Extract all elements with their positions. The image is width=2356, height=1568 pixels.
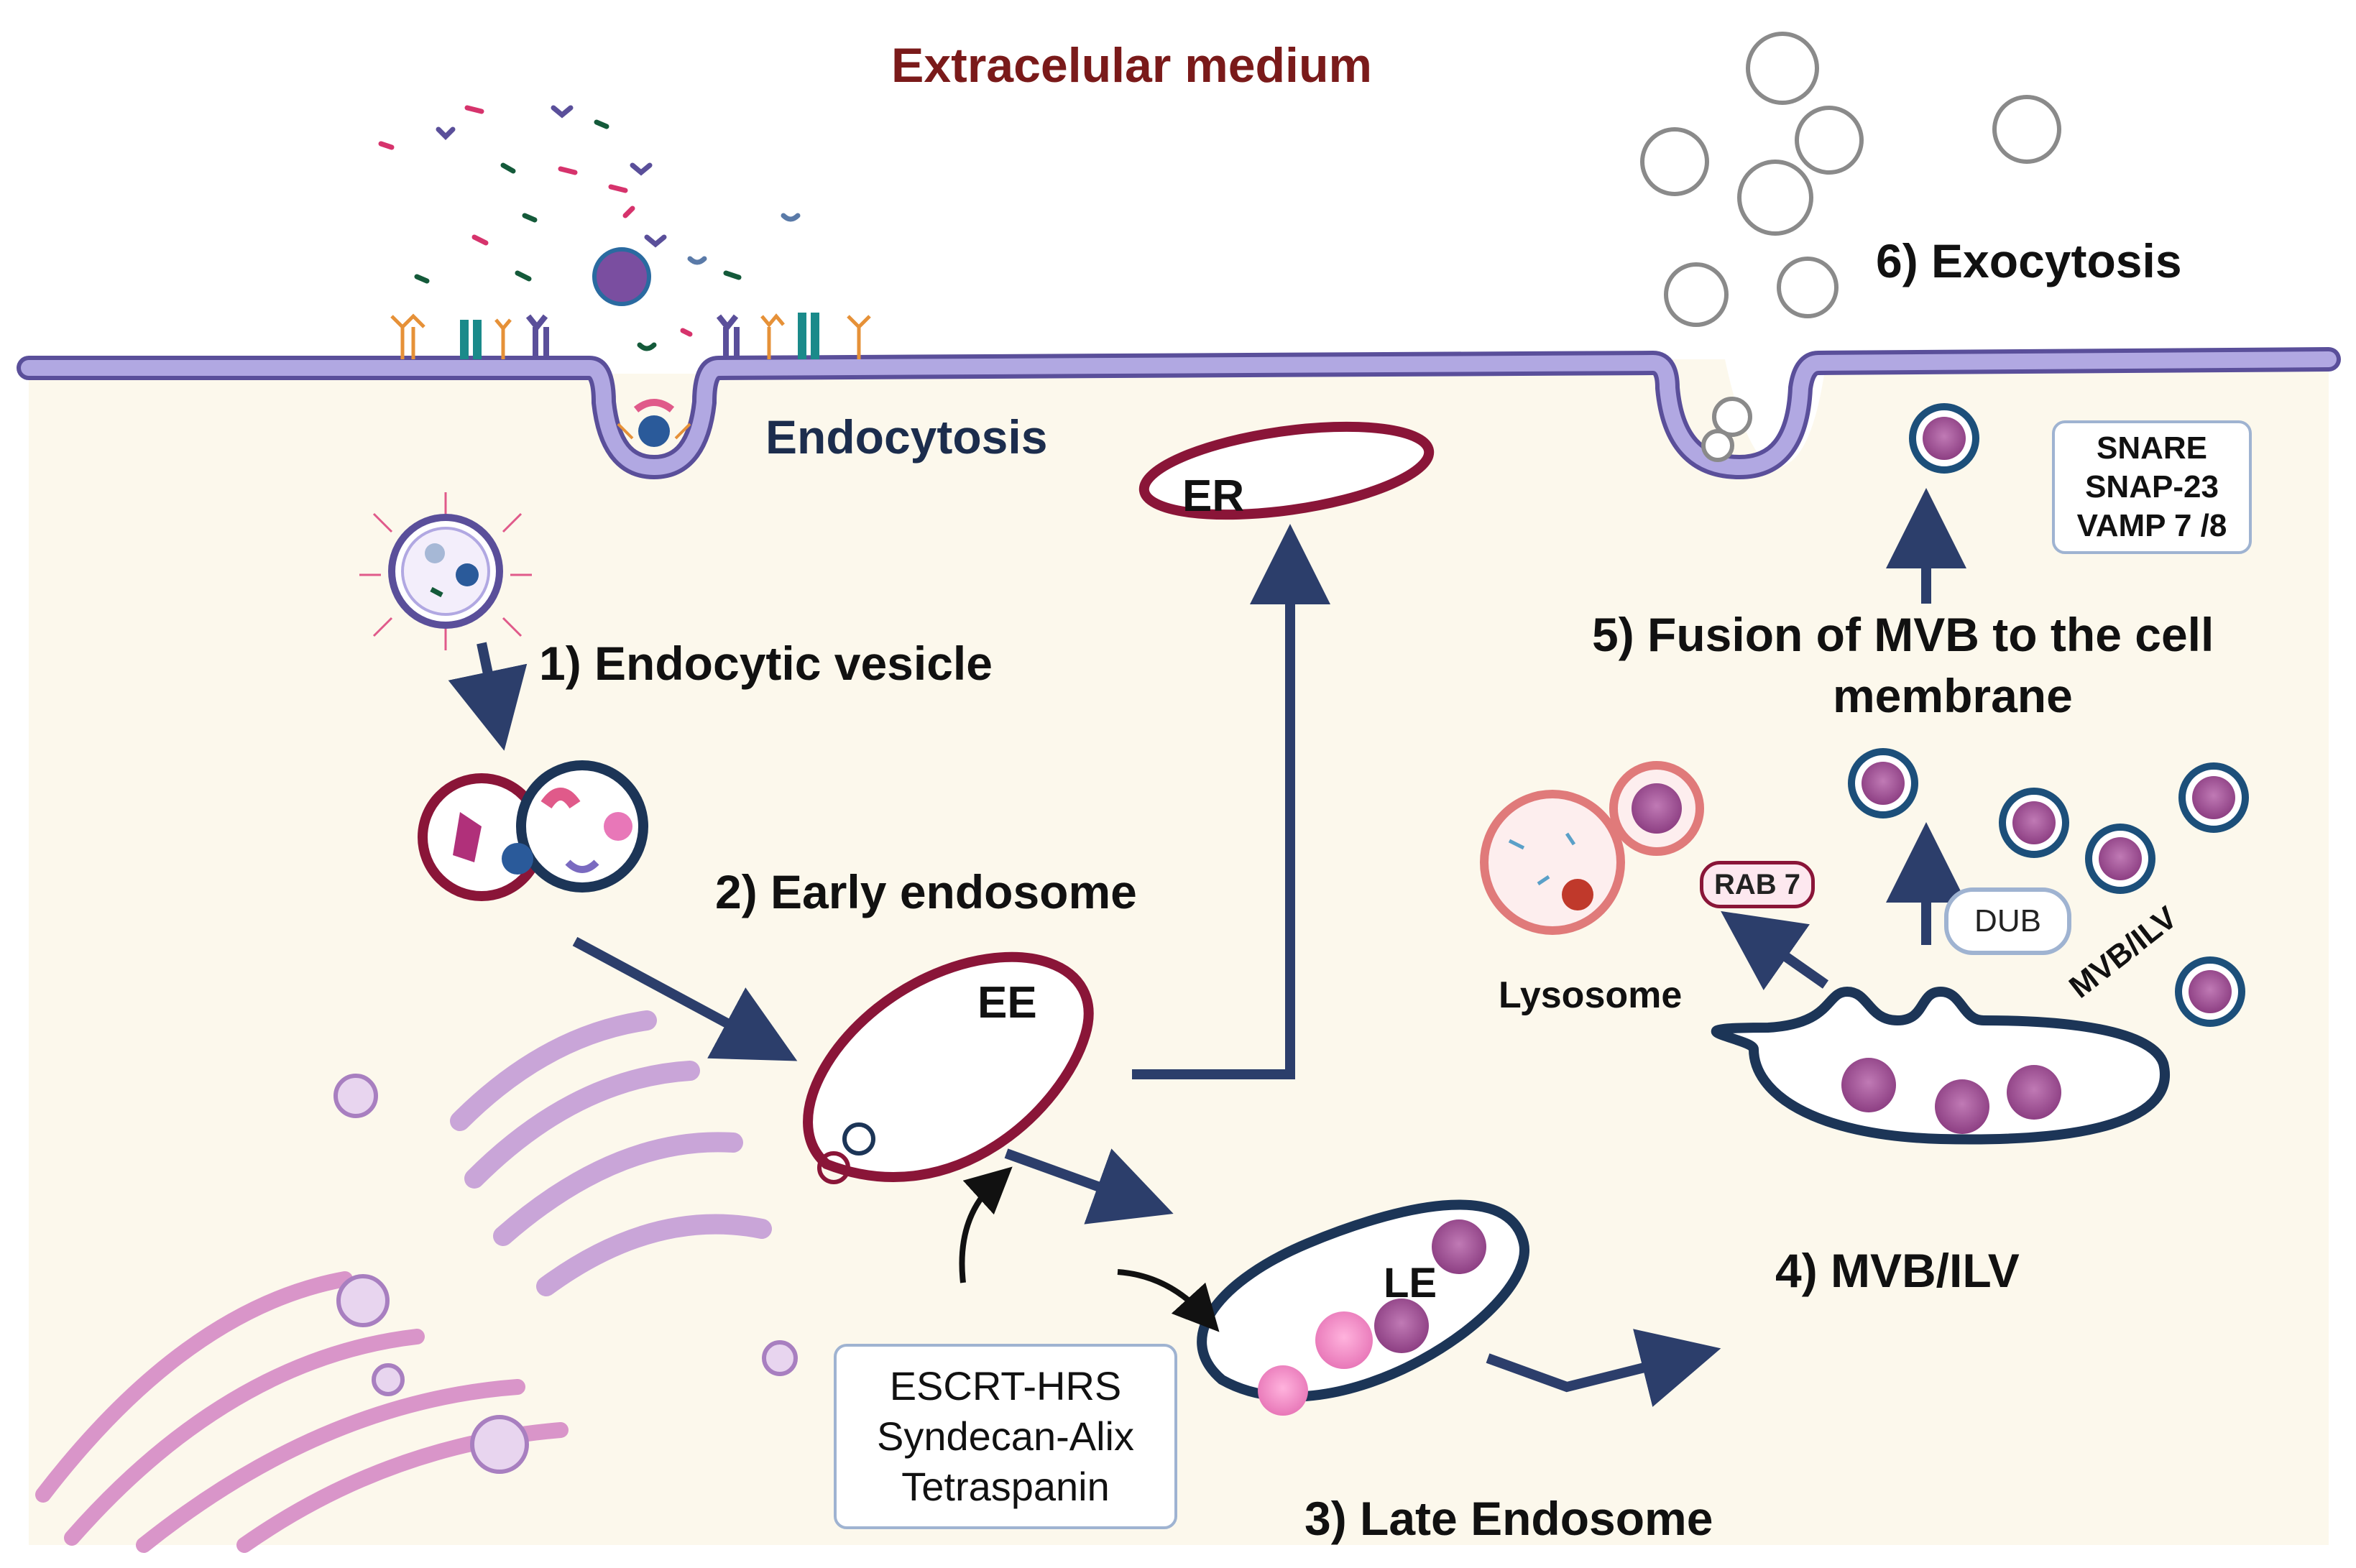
exosomes [1640, 32, 2061, 462]
snare-box: SNARE SNAP-23 VAMP 7 /8 [2052, 420, 2252, 554]
snare-line-2: SNAP-23 [2085, 469, 2219, 504]
lysosome-label: Lysosome [1499, 974, 1683, 1016]
escrt-box: ESCRT-HRS Syndecan-Alix Tetraspanin [834, 1344, 1177, 1529]
snare-line-1: SNARE [2096, 430, 2208, 466]
membrane-receptors [390, 313, 871, 359]
step4-label: 4) MVB/ILV [1775, 1244, 2020, 1297]
le-label: LE [1384, 1260, 1437, 1306]
virus-particle [592, 247, 651, 306]
step5-label-line2: membrane [1833, 669, 2073, 722]
arrows [448, 488, 1966, 1407]
er-organelle [1138, 421, 1435, 520]
extracellular-molecules [378, 105, 801, 351]
endocytosis-label: Endocytosis [765, 410, 1048, 464]
extracellular-label: Extracelular medium [891, 38, 1372, 93]
snare-line-3: VAMP 7 /8 [2076, 508, 2227, 543]
mvb-vesicles [1848, 403, 2249, 1027]
step1-label: 1) Endocytic vesicle [539, 637, 993, 690]
early-endosome [803, 951, 1094, 1182]
step3-label: 3) Late Endosome [1304, 1492, 1713, 1545]
ee-label: EE [977, 978, 1037, 1028]
fusing-vesicles [418, 760, 648, 901]
escrt-line-1: ESCRT-HRS [889, 1363, 1122, 1408]
dub-badge: DUB [1944, 887, 2071, 955]
rab7-text: RAB 7 [1713, 868, 1801, 900]
step6-label: 6) Exocytosis [1876, 234, 2182, 287]
small-vesicles [333, 1074, 798, 1474]
endocytosis-pit [617, 399, 691, 447]
lysosome [1480, 761, 1704, 935]
escrt-line-3: Tetraspanin [901, 1464, 1110, 1509]
golgi-apparatus [450, 1010, 772, 1296]
endocytic-vesicle [359, 492, 532, 650]
escrt-line-2: Syndecan-Alix [877, 1413, 1134, 1459]
rab7-badge: RAB 7 [1700, 861, 1815, 908]
black-arrows [959, 1166, 1220, 1332]
dub-text: DUB [1974, 903, 2041, 939]
er-label: ER [1182, 471, 1245, 521]
step2-label: 2) Early endosome [715, 865, 1137, 918]
step5-label-line1: 5) Fusion of MVB to the cell [1592, 608, 2214, 661]
